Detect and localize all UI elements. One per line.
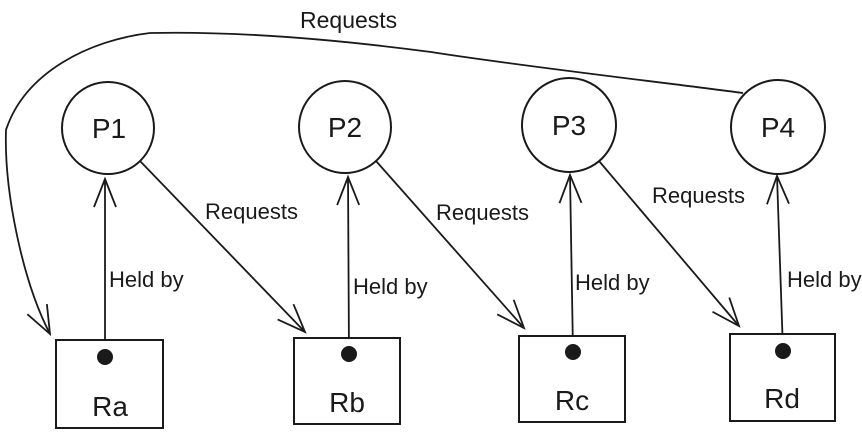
process-label-p2: P2 bbox=[328, 112, 362, 143]
edge-labels-group: Requests Requests Requests Requests Held… bbox=[109, 7, 862, 299]
edge-label-requests-p4-ra: Requests bbox=[300, 7, 397, 33]
edge-label-heldby-rd: Held by bbox=[787, 267, 862, 292]
resource-label-rb: Rb bbox=[329, 387, 365, 418]
edge-label-heldby-rc: Held by bbox=[575, 270, 650, 295]
edge-label-requests-p1-rb: Requests bbox=[205, 199, 298, 224]
resource-label-rd: Rd bbox=[764, 383, 800, 414]
edges-group bbox=[4, 31, 790, 357]
process-label-p4: P4 bbox=[761, 112, 795, 143]
edge-label-heldby-rb: Held by bbox=[353, 274, 428, 299]
resource-label-rc: Rc bbox=[555, 385, 589, 416]
edge-label-heldby-ra: Held by bbox=[109, 267, 184, 292]
edge-label-requests-p3-rd: Requests bbox=[652, 183, 745, 208]
process-node-p2 bbox=[298, 80, 392, 174]
edge-label-requests-p2-rc: Requests bbox=[436, 200, 529, 225]
process-node-p4 bbox=[730, 79, 826, 175]
resource-instance-dot-rd bbox=[775, 343, 791, 359]
resource-nodes-group: Ra Rb Rc Rd bbox=[55, 333, 836, 429]
process-node-p1 bbox=[61, 81, 155, 175]
resource-label-ra: Ra bbox=[92, 391, 128, 422]
edge-heldby-rc-p3 bbox=[558, 172, 583, 353]
resource-instance-dot-rc bbox=[565, 344, 581, 360]
process-label-p3: P3 bbox=[552, 110, 586, 141]
edge-requests-p3-rd bbox=[598, 160, 741, 328]
process-nodes-group: P1 P2 P3 P4 bbox=[61, 77, 826, 175]
resource-instance-dot-rb bbox=[341, 346, 357, 362]
edge-requests-p2-rc bbox=[375, 160, 526, 330]
edge-requests-p4-ra bbox=[4, 31, 744, 337]
resource-instance-dot-ra bbox=[97, 349, 113, 365]
process-node-p3 bbox=[521, 77, 617, 173]
edge-requests-p1-rb bbox=[139, 160, 307, 334]
edge-heldby-rd-p4 bbox=[766, 173, 790, 352]
process-label-p1: P1 bbox=[92, 113, 126, 144]
edge-heldby-rb-p2 bbox=[336, 174, 360, 355]
resource-box-rd bbox=[729, 333, 836, 422]
